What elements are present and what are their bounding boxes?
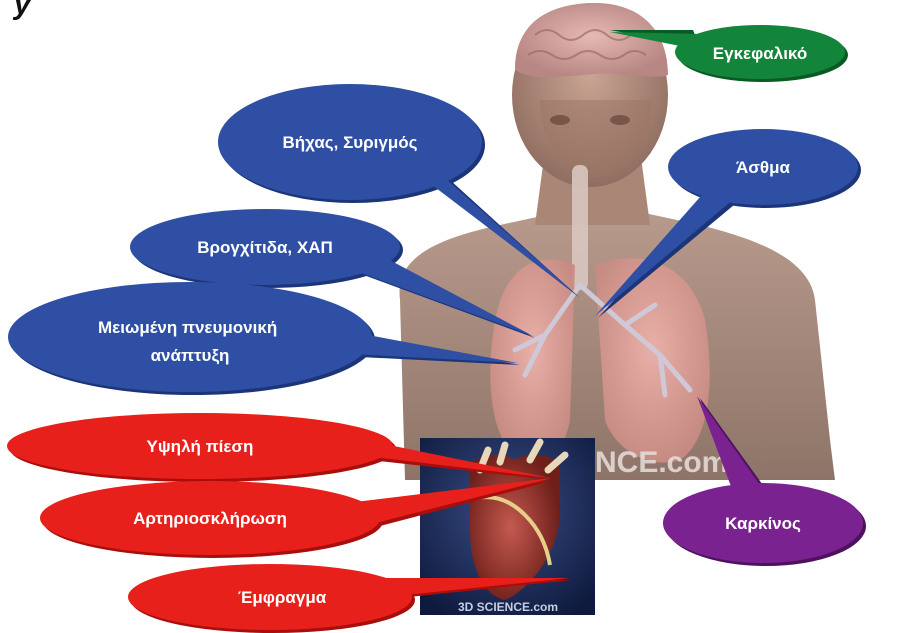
callout-label-atherosclerosis: Αρτηριοσκλήρωση xyxy=(133,509,287,528)
callout-label-heart-attack: Έμφραγμα xyxy=(238,588,327,607)
callout-label-high-blood-pressure: Υψηλή πίεση xyxy=(147,437,254,456)
callout-label-bronchitis-copd: Βρογχίτιδα, ΧΑΠ xyxy=(197,238,333,257)
callout-label-stroke: Εγκεφαλικό xyxy=(713,44,807,63)
callout-line-2: ανάπτυξη xyxy=(151,346,230,365)
heart-watermark: 3D SCIENCE.com xyxy=(458,600,558,614)
page-heading: y xyxy=(12,0,32,21)
body-watermark: NCE.com xyxy=(595,446,728,479)
callout-label-cancer: Καρκίνος xyxy=(725,514,801,533)
callout-label-cough-wheeze: Βήχας, Συριγμός xyxy=(283,133,418,152)
callout-label-asthma: Άσθμα xyxy=(736,158,790,177)
callout-line-1: Μειωμένη πνευμονική xyxy=(98,318,277,337)
